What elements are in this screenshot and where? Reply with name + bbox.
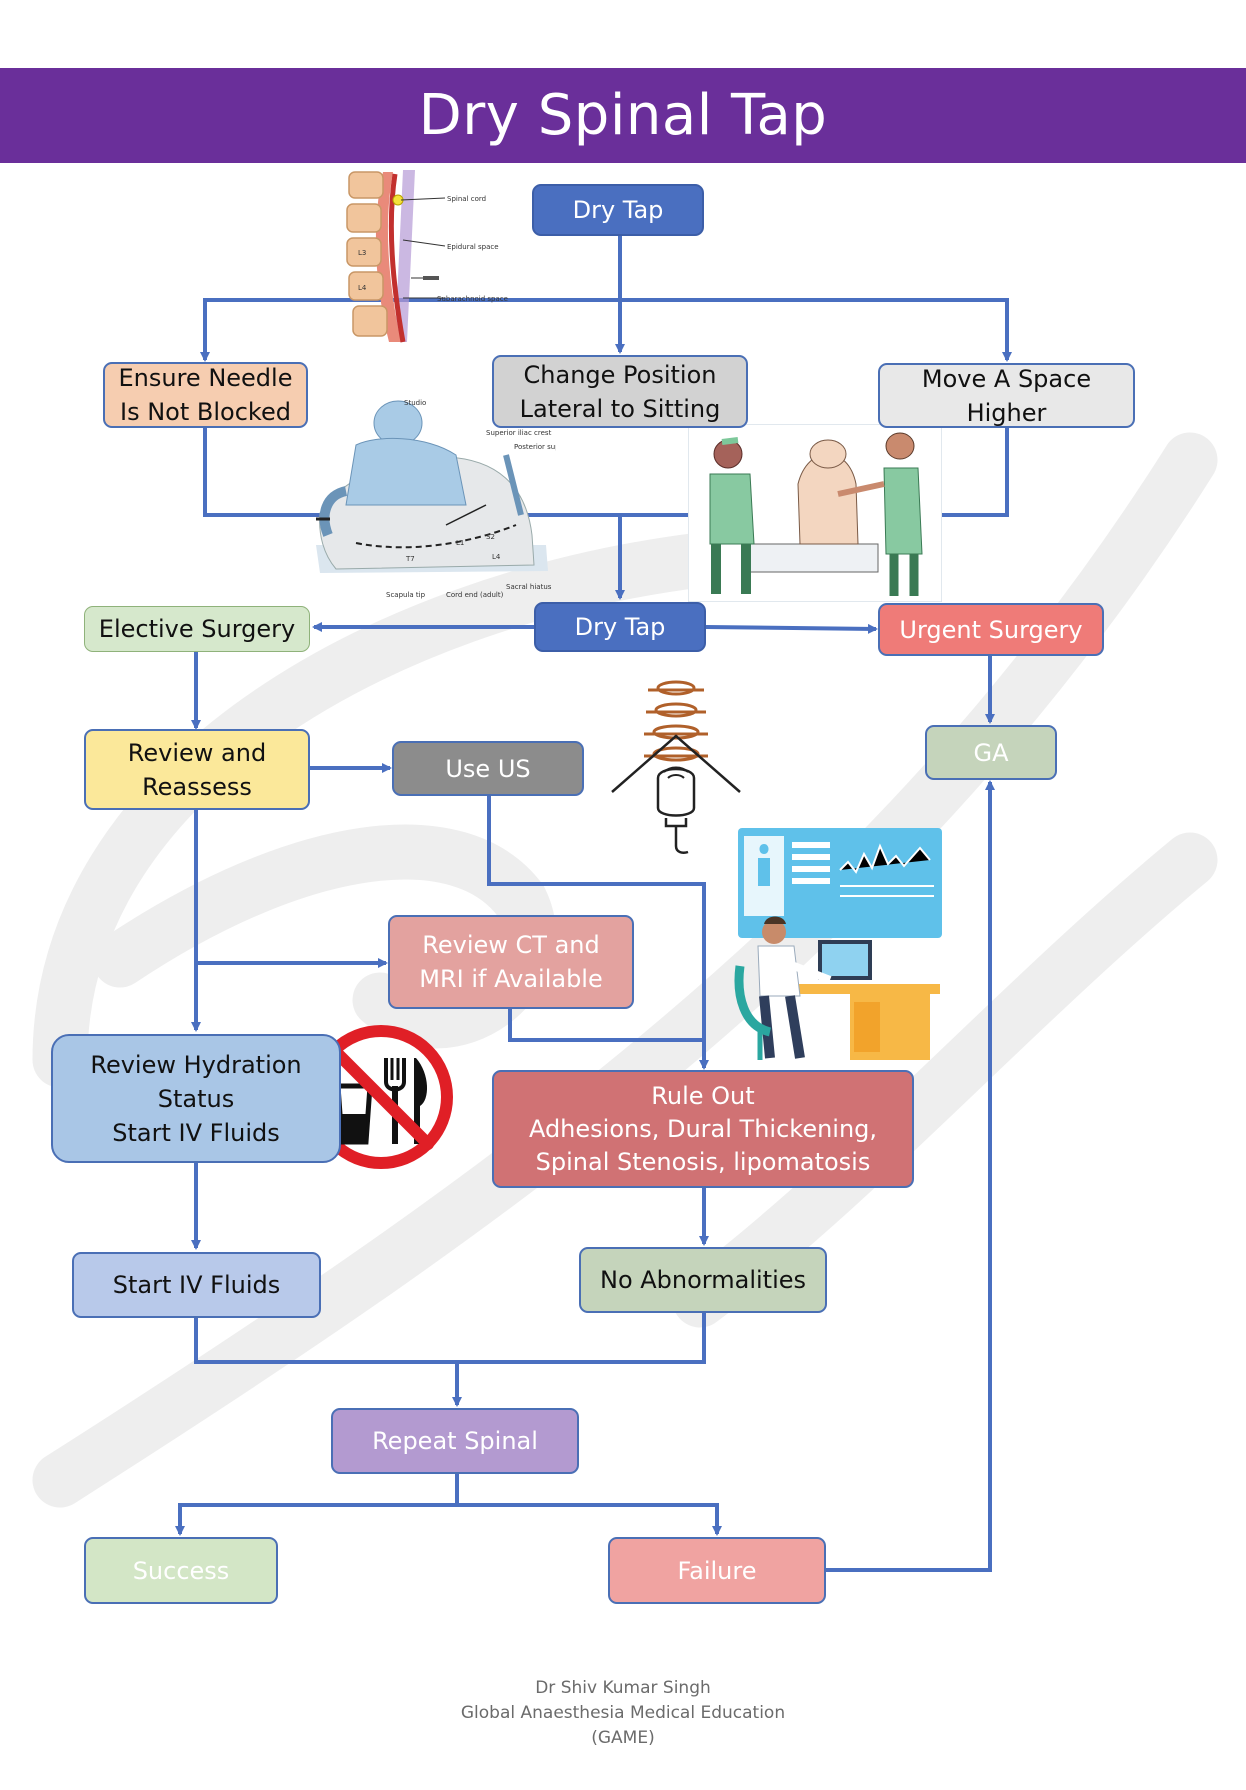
review-hydration-node: Review Hydration Status Start IV Fluids xyxy=(51,1034,341,1163)
dry-tap-top-label: Dry Tap xyxy=(572,196,664,224)
label-sacral-hiatus: Sacral hiatus xyxy=(506,583,552,591)
dry-tap-mid-node: Dry Tap xyxy=(534,602,706,652)
connector-noabn-merge xyxy=(457,1313,706,1364)
urgent-surgery-label: Urgent Surgery xyxy=(899,615,1083,644)
label-l4-lateral: L4 xyxy=(492,553,501,561)
ga-label: GA xyxy=(973,738,1009,767)
doctor-computer-illustration xyxy=(734,828,942,1060)
label-spinal-cord: Spinal cord xyxy=(447,195,486,203)
label-superior-iliac-crest: Superior iliac crest xyxy=(486,429,552,437)
move-space-node: Move A Space Higher xyxy=(878,363,1135,428)
connector-us-ruleout xyxy=(487,796,709,1070)
rule-out-node: Rule Out Adhesions, Dural Thickening, Sp… xyxy=(492,1070,914,1188)
label-l3: L3 xyxy=(358,249,366,257)
no-abnormalities-node: No Abnormalities xyxy=(579,1247,827,1313)
connector-ct-ruleout xyxy=(508,1008,704,1042)
footer-organisation: Global Anaesthesia Medical Education xyxy=(460,1703,786,1723)
label-t7: T7 xyxy=(405,555,415,563)
title-banner: Dry Spinal Tap xyxy=(0,68,1246,163)
rule-out-label: Rule Out Adhesions, Dural Thickening, Sp… xyxy=(528,1081,878,1176)
connector-to-ensure xyxy=(200,298,620,362)
ensure-needle-label: Ensure Needle Is Not Blocked xyxy=(118,364,293,426)
footer-author: Dr Shiv Kumar Singh xyxy=(535,1678,711,1698)
move-space-label: Move A Space Higher xyxy=(921,364,1092,427)
spine-anatomy-illustration: Spinal cord Epidural space Subarachnoid … xyxy=(346,170,508,343)
elective-surgery-label: Elective Surgery xyxy=(98,615,296,643)
use-us-label: Use US xyxy=(445,754,531,783)
success-node: Success xyxy=(84,1537,278,1604)
label-s2: S2 xyxy=(486,533,495,541)
ga-node: GA xyxy=(925,725,1057,780)
page-title: Dry Spinal Tap xyxy=(418,83,828,148)
lateral-position-illustration: Studio Superior iliac crest Posterior su… xyxy=(316,399,556,599)
connector-to-urgent xyxy=(705,623,878,634)
connector-to-move xyxy=(620,298,1012,362)
sitting-position-illustration xyxy=(688,424,942,602)
failure-label: Failure xyxy=(677,1556,757,1585)
no-abnormalities-label: No Abnormalities xyxy=(599,1266,807,1294)
success-label: Success xyxy=(132,1556,230,1585)
review-ct-mri-node: Review CT and MRI if Available xyxy=(388,915,634,1009)
start-iv-fluids-node: Start IV Fluids xyxy=(72,1252,321,1318)
dry-tap-top-node: Dry Tap xyxy=(532,184,704,236)
review-reassess-node: Review and Reassess xyxy=(84,729,310,810)
connector-iv-merge xyxy=(194,1318,457,1364)
review-hydration-label: Review Hydration Status Start IV Fluids xyxy=(90,1050,302,1147)
urgent-surgery-node: Urgent Surgery xyxy=(878,603,1104,656)
review-ct-mri-label: Review CT and MRI if Available xyxy=(419,931,603,993)
label-subarachnoid-space: Subarachnoid space xyxy=(437,295,508,303)
review-reassess-label: Review and Reassess xyxy=(127,738,267,801)
start-iv-fluids-label: Start IV Fluids xyxy=(112,1271,281,1299)
ensure-needle-node: Ensure Needle Is Not Blocked xyxy=(103,362,308,428)
change-position-node: Change Position Lateral to Sitting xyxy=(492,355,748,428)
elective-surgery-node: Elective Surgery xyxy=(84,606,310,652)
change-position-label: Change Position Lateral to Sitting xyxy=(519,360,721,423)
label-posterior-superior-iliac-spines: Posterior superior iliac spines xyxy=(514,443,556,451)
footer: Dr Shiv Kumar Singh Global Anaesthesia M… xyxy=(0,1676,1246,1751)
label-l1: L1 xyxy=(456,539,464,547)
label-l4: L4 xyxy=(358,284,367,292)
connector-to-success xyxy=(175,1503,457,1536)
connector-failure-ga xyxy=(826,780,995,1572)
ultrasound-probe-illustration xyxy=(611,680,741,854)
repeat-spinal-label: Repeat Spinal xyxy=(372,1427,538,1455)
dry-tap-mid-label: Dry Tap xyxy=(574,613,666,641)
footer-acronym: (GAME) xyxy=(591,1728,655,1748)
repeat-spinal-node: Repeat Spinal xyxy=(331,1408,579,1474)
label-scapula-tip: Scapula tip xyxy=(386,591,426,599)
use-us-node: Use US xyxy=(392,741,584,796)
failure-node: Failure xyxy=(608,1537,826,1604)
label-cord-end: Cord end (adult) xyxy=(446,591,504,599)
connector-to-failure xyxy=(457,1503,722,1536)
label-epidural-space: Epidural space xyxy=(447,243,499,251)
label-studio: Studio xyxy=(404,399,426,407)
